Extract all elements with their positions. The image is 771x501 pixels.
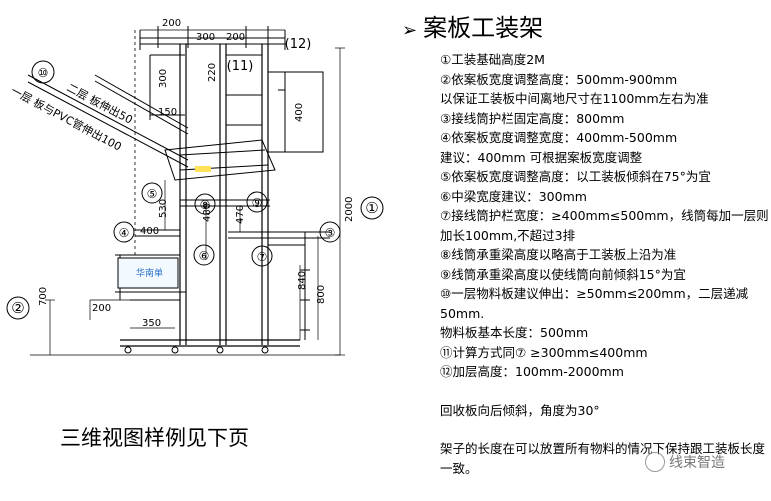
marker-10: ⑩ — [38, 66, 49, 80]
spec-item: ④依案板宽度调整宽度：400mm-500mm — [440, 130, 678, 145]
bullet-arrow-icon: ➢ — [402, 20, 418, 41]
spec-item: ③接线筒护栏固定高度：800mm — [440, 110, 625, 126]
caption: 三维视图样例见下页 — [60, 426, 249, 450]
spec-item: 建议：400mm 可根据案板宽度调整 — [440, 149, 643, 165]
watermark: 线束智造 — [645, 452, 725, 472]
marker-5: ⑤ — [147, 187, 158, 201]
dim-150: 150 — [158, 107, 177, 118]
spec-item: 回收板向后倾斜，角度为30° — [440, 402, 600, 418]
dim-220: 220 — [207, 63, 218, 82]
spec-item: ⑩一层物料板建议伸出：≥50mm≤200mm，二层递减50mm. — [440, 286, 749, 321]
spec-item: ①工装基础高度2M — [440, 52, 545, 67]
dim-400-mid: 400 — [140, 226, 159, 237]
spec-item: 物料板基本长度：500mm — [440, 325, 589, 340]
dim-840: 840 — [297, 271, 308, 290]
marker-8: ⑧ — [200, 198, 211, 212]
marker-4: ④ — [119, 226, 130, 240]
spec-item: ⑥中梁宽度建议：300mm — [440, 188, 587, 204]
label-layer1: 一层 板与PVC管伸出100 — [9, 83, 124, 153]
spec-item: ⑫加层高度：100mm-2000mm — [440, 364, 624, 379]
dim-800: 800 — [316, 285, 327, 304]
work-board — [164, 139, 276, 181]
spec-item: 以保证工装板中间离地尺寸在1100mm左右为准 — [440, 91, 709, 106]
wechat-icon — [645, 452, 665, 472]
watermark-text: 线束智造 — [669, 455, 725, 471]
dim-300-top: 300 — [196, 32, 215, 43]
dim-200-top2: 200 — [226, 32, 245, 43]
dim-200-top: 200 — [162, 18, 181, 29]
marker-1: ① — [365, 199, 378, 217]
marker-7: ⑦ — [257, 250, 268, 264]
highlight-marker — [195, 166, 211, 172]
marker-6: ⑥ — [199, 249, 210, 263]
marker-9: ⑨ — [252, 196, 263, 210]
title-text: 案板工装架 — [423, 14, 544, 42]
dim-2000: 2000 — [344, 197, 355, 222]
marker-12: (12) — [285, 37, 312, 52]
spec-item: ⑤依案板宽度调整高度：以工装板倾斜在75°为宜 — [440, 169, 711, 184]
spec-item: ⑨线筒承重梁高度以使线筒向前倾斜15°为宜 — [440, 266, 686, 282]
material-board-layer1 — [27, 74, 189, 161]
dim-470: 470 — [235, 205, 246, 224]
dim-480: 480 — [202, 203, 213, 222]
spec-list: ①工装基础高度2M ②依案板宽度调整高度：500mm-900mm 以保证工装板中… — [440, 50, 770, 478]
spec-spacer — [440, 420, 770, 439]
dim-700: 700 — [38, 287, 49, 306]
spec-item: ⑦接线筒护栏宽度：≥400mm≤500mm，线筒每加一层则加长100mm,不超过… — [440, 208, 769, 243]
marker-2: ② — [11, 299, 24, 317]
dim-200-bottom: 200 — [92, 303, 111, 314]
dim-530: 530 — [158, 199, 169, 218]
pcb-board — [117, 257, 179, 289]
label-board: 华南单 — [136, 267, 163, 279]
spec-item: ②依案板宽度调整高度：500mm-900mm — [440, 71, 678, 87]
dim-400-box: 400 — [294, 103, 305, 122]
spec-spacer — [440, 382, 770, 401]
dim-300-left: 300 — [158, 69, 169, 88]
recycle-board — [284, 71, 324, 153]
spec-item: ⑪计算方式同⑦ ≥300mm≤400mm — [440, 344, 648, 360]
spec-item: 架子的长度在可以放置所有物料的情况下保持跟工装板长度一致。 — [440, 441, 766, 476]
marker-3: ③ — [325, 226, 336, 240]
page-title: ➢案板工装架 — [402, 8, 543, 43]
marker-11: (11) — [227, 59, 254, 74]
dim-350: 350 — [142, 318, 161, 329]
spec-item: ⑧线筒承重梁高度以略高于工装板上沿为准 — [440, 247, 677, 262]
